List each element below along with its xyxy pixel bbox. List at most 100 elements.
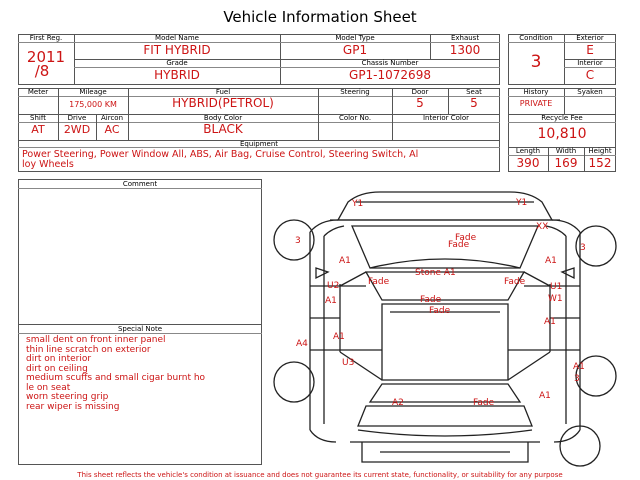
wheel-front-right bbox=[575, 225, 617, 267]
exhaust-label: Exhaust bbox=[450, 34, 480, 42]
damage-a1-left-rear: A1 bbox=[333, 332, 345, 342]
model-name-label: Model Name bbox=[155, 34, 199, 42]
special-note-item: dirt on interior bbox=[26, 354, 92, 364]
body-color-label: Body Color bbox=[203, 114, 243, 122]
page-title: Vehicle Information Sheet bbox=[223, 8, 417, 26]
damage-a4: A4 bbox=[296, 339, 308, 349]
condition-value: 3 bbox=[530, 52, 542, 72]
equipment-value: Power Steering, Power Window All, ABS, A… bbox=[22, 150, 506, 170]
model-type-label: Model Type bbox=[335, 34, 375, 42]
special-note-item: le on seat bbox=[26, 382, 71, 393]
car-damage-diagram bbox=[273, 191, 617, 467]
equipment-label: Equipment bbox=[240, 140, 278, 148]
wheel-front-left bbox=[273, 219, 315, 261]
height-label: Height bbox=[588, 147, 612, 155]
wheel-rear-left bbox=[273, 361, 315, 403]
first-reg-label: First Reg. bbox=[29, 34, 63, 42]
drive-label: Drive bbox=[67, 114, 87, 122]
mileage-label: Mileage bbox=[79, 88, 107, 96]
model-name-value: FIT HYBRID bbox=[143, 43, 211, 57]
damage-fade-center-2: Fade bbox=[429, 306, 451, 316]
special-note-item: rear wiper is missing bbox=[26, 401, 120, 412]
chassis-value: GP1-1072698 bbox=[349, 68, 431, 82]
mileage-value: 175,000 KM bbox=[69, 100, 117, 109]
damage-u3: U3 bbox=[342, 358, 355, 368]
length-label: Length bbox=[515, 147, 541, 155]
damage-fade-1: Fade bbox=[455, 233, 477, 243]
spare-wheel bbox=[559, 425, 601, 467]
row2-table bbox=[18, 88, 500, 172]
exhaust-value: 1300 bbox=[449, 43, 481, 57]
special-note-list: small dent on front inner panel thin lin… bbox=[26, 335, 262, 412]
wheel-fl-grade: 3 bbox=[295, 236, 301, 246]
chassis-label: Chassis Number bbox=[361, 59, 419, 67]
damage-u2: U2 bbox=[327, 281, 340, 291]
damage-fade-2: Fade bbox=[448, 240, 470, 250]
interior-color-label: Interior Color bbox=[422, 114, 470, 122]
damage-y1-right: Y1 bbox=[516, 198, 528, 208]
door-value: 5 bbox=[416, 96, 424, 110]
exterior-value: E bbox=[586, 43, 594, 57]
history-label: History bbox=[523, 88, 549, 96]
comment-box bbox=[18, 179, 262, 465]
meter-label: Meter bbox=[27, 88, 49, 96]
grade-label: Grade bbox=[166, 59, 188, 67]
special-note-item: thin line scratch on exterior bbox=[26, 344, 151, 355]
special-note-item: dirt on ceiling bbox=[26, 363, 88, 374]
fuel-label: Fuel bbox=[215, 88, 231, 96]
syaken-label: Syaken bbox=[577, 88, 603, 96]
damage-a1-left-front: A1 bbox=[339, 256, 351, 266]
damage-a2: A2 bbox=[392, 398, 404, 408]
body-color-value: BLACK bbox=[203, 122, 243, 136]
damage-a1-left-mid: A1 bbox=[325, 296, 337, 306]
width-value: 169 bbox=[554, 156, 578, 170]
special-note-item: small dent on front inner panel bbox=[26, 335, 166, 345]
seat-value: 5 bbox=[470, 96, 478, 110]
condition-label: Condition bbox=[519, 34, 553, 42]
damage-fade-center-1: Fade bbox=[420, 295, 442, 305]
wheel-fr-grade: 3 bbox=[580, 243, 586, 253]
wheel-rr-grade: 3 bbox=[574, 374, 580, 384]
special-note-item: medium scuffs and small cigar burnt ho bbox=[26, 373, 206, 383]
recycle-label: Recycle Fee bbox=[541, 114, 583, 122]
damage-u1: U1 bbox=[550, 282, 563, 292]
door-label: Door bbox=[411, 88, 429, 96]
fuel-value: HYBRID(PETROL) bbox=[172, 96, 274, 110]
width-label: Width bbox=[555, 147, 577, 155]
shift-value: AT bbox=[31, 123, 45, 136]
seat-label: Seat bbox=[466, 88, 482, 96]
damage-y1-left: Y1 bbox=[352, 199, 364, 209]
recycle-value: 10,810 bbox=[537, 126, 587, 142]
wheel-rear-right bbox=[575, 355, 617, 397]
history-table bbox=[508, 88, 616, 172]
grade-value: HYBRID bbox=[154, 68, 200, 82]
shift-label: Shift bbox=[30, 114, 46, 122]
first-reg-value-month: /8 bbox=[34, 62, 50, 80]
length-value: 390 bbox=[516, 156, 540, 170]
damage-fade-rear: Fade bbox=[473, 398, 495, 408]
equipment-line-2: loy Wheels bbox=[22, 159, 74, 170]
aircon-value: AC bbox=[104, 123, 120, 136]
damage-a1-rear-corner: A1 bbox=[539, 391, 551, 401]
steering-label: Steering bbox=[340, 88, 370, 96]
special-note-item: worn steering grip bbox=[26, 392, 109, 402]
damage-stone-a1: Stone A1 bbox=[415, 268, 456, 278]
comment-label: Comment bbox=[122, 180, 158, 188]
color-no-label: Color No. bbox=[338, 114, 372, 122]
aircon-label: Aircon bbox=[100, 114, 124, 122]
special-note-label: Special Note bbox=[117, 325, 163, 333]
damage-a1-right-mid: A1 bbox=[544, 317, 556, 327]
interior-value: C bbox=[585, 68, 595, 82]
disclaimer-footer: This sheet reflects the vehicle's condit… bbox=[77, 471, 563, 479]
height-value: 152 bbox=[588, 156, 612, 170]
damage-fade-left: Fade bbox=[368, 277, 390, 287]
damage-a1-right-rear: A1 bbox=[573, 362, 585, 372]
drive-value: 2WD bbox=[63, 123, 91, 136]
exterior-label: Exterior bbox=[576, 34, 604, 42]
model-type-value: GP1 bbox=[342, 43, 368, 57]
damage-xx: XX bbox=[536, 222, 549, 232]
first-reg-value-year: 2011 bbox=[26, 48, 66, 66]
equipment-line-1: Power Steering, Power Window All, ABS, A… bbox=[22, 149, 419, 160]
damage-a1-right-front: A1 bbox=[545, 256, 557, 266]
damage-fade-right: Fade bbox=[504, 277, 526, 287]
